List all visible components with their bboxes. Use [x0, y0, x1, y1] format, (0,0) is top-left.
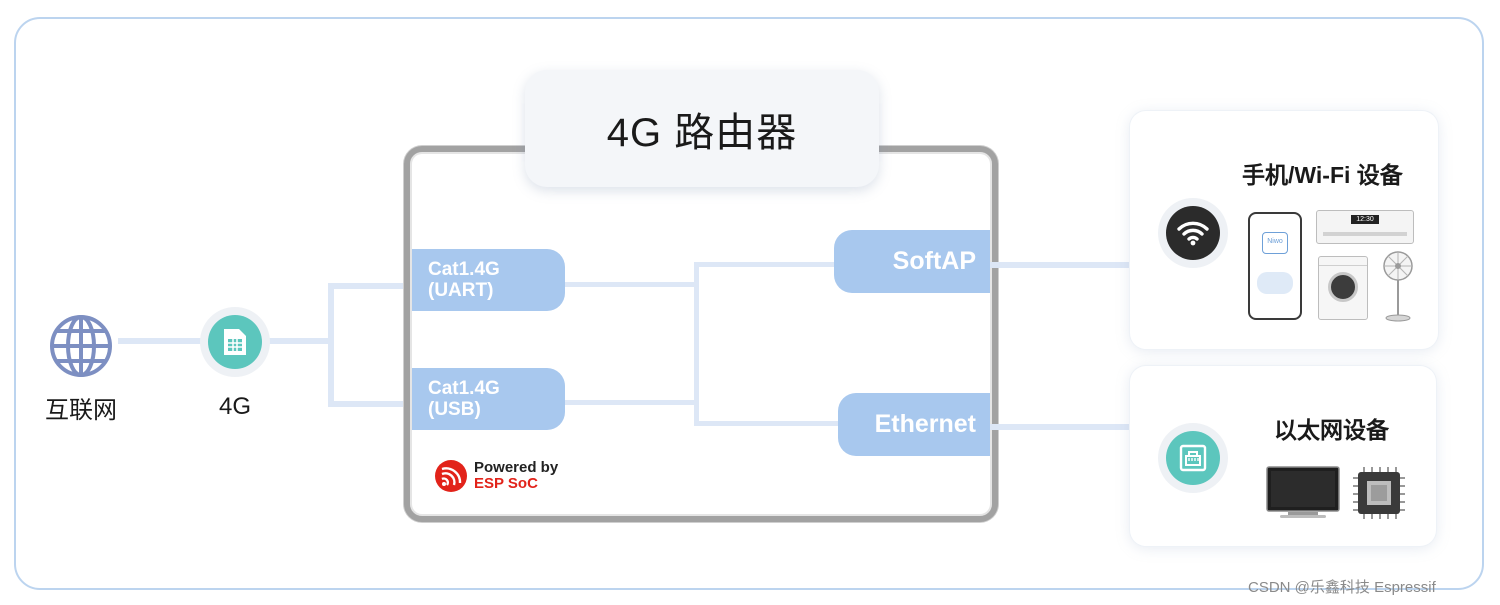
internet-node	[46, 311, 116, 381]
espressif-logo-icon	[435, 460, 467, 492]
tv-icon	[1266, 466, 1340, 518]
chip-image	[1352, 466, 1406, 520]
ethernet-label: Ethernet	[874, 410, 976, 438]
phone-app-logo: Niwo	[1262, 232, 1288, 254]
esp-soc-text: ESP SoC	[474, 475, 538, 492]
cat1-uart-line2: (UART)	[428, 280, 494, 301]
router-box	[404, 146, 998, 522]
cat1-uart-line1: Cat1.4G	[428, 259, 500, 280]
ethernet-node	[1158, 423, 1228, 493]
sim-label: 4G	[218, 393, 251, 420]
globe-icon	[50, 315, 112, 377]
connector-left-vertical	[328, 283, 334, 407]
cat1-usb-pill: Cat1.4G (USB)	[412, 368, 565, 430]
cat1-usb-line2: (USB)	[428, 399, 481, 420]
air-conditioner-image: 12:30	[1316, 210, 1414, 244]
ac-time: 12:30	[1356, 216, 1374, 223]
connector-uart-hub	[564, 282, 698, 287]
phone-brand-text: Niwo	[1267, 238, 1283, 245]
softap-label: SoftAP	[892, 247, 976, 275]
softap-pill: SoftAP	[834, 230, 990, 293]
phone-cloud-art	[1257, 272, 1293, 294]
eth-panel-title: 以太网设备	[1274, 417, 1389, 443]
chip-icon	[1353, 467, 1405, 519]
ethernet-port-icon	[1179, 444, 1207, 472]
wifi-icon	[1177, 221, 1209, 246]
ac-display: 12:30	[1351, 215, 1379, 224]
sim-node	[200, 307, 270, 377]
wifi-badge	[1166, 206, 1220, 260]
tv-image	[1266, 466, 1340, 520]
connector-hub-vertical	[694, 262, 699, 426]
ethernet-badge	[1166, 431, 1220, 485]
sim-card-icon	[224, 329, 246, 355]
fan-image	[1380, 250, 1416, 322]
wifi-node	[1158, 198, 1228, 268]
powered-by-badge: Powered by ESP SoC	[434, 458, 584, 494]
cat1-uart-pill: Cat1.4G (UART)	[412, 249, 565, 311]
connector-softap-wifi-panel	[990, 262, 1130, 268]
connector-hub-ethernet	[694, 421, 840, 426]
internet-label: 互联网	[45, 397, 117, 424]
smartphone-image: Niwo	[1248, 212, 1302, 320]
washer-door	[1328, 272, 1358, 302]
ethernet-pill: Ethernet	[838, 393, 990, 456]
connector-internet-4g	[118, 338, 208, 344]
connector-ethernet-eth-panel	[990, 424, 1130, 430]
ac-vent	[1323, 232, 1407, 236]
connector-to-usb	[328, 401, 418, 407]
watermark: CSDN @乐鑫科技 Espressif	[1248, 579, 1436, 596]
powered-by-text: Powered by	[474, 459, 559, 476]
router-title-box: 4G 路由器	[525, 70, 879, 187]
washer-panel	[1319, 257, 1367, 266]
fan-icon	[1383, 251, 1413, 322]
washing-machine-image	[1318, 256, 1368, 320]
cat1-usb-line1: Cat1.4G	[428, 378, 500, 399]
connector-usb-hub	[564, 400, 698, 405]
sim-badge	[208, 315, 262, 369]
wifi-panel-title: 手机/Wi-Fi 设备	[1242, 162, 1403, 188]
connector-4g-router	[266, 338, 332, 344]
router-title: 4G 路由器	[606, 110, 798, 155]
connector-hub-softap	[694, 262, 840, 267]
connector-to-uart	[328, 283, 418, 289]
